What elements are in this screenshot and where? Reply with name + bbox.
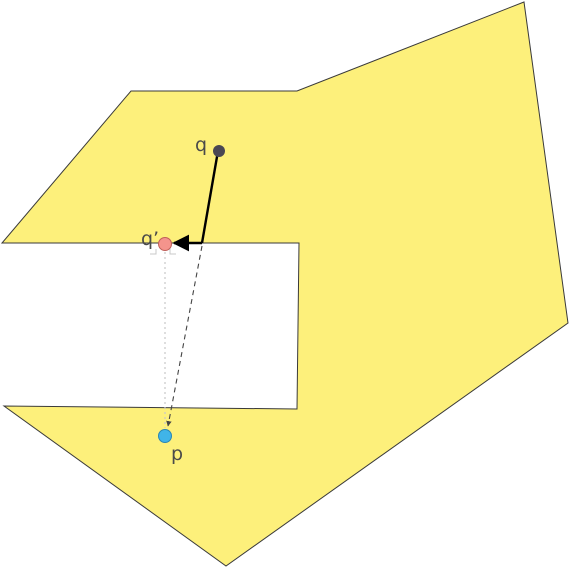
label-q: q xyxy=(195,134,207,156)
point-q xyxy=(213,145,225,157)
label-p: p xyxy=(171,443,183,465)
point-p xyxy=(158,429,172,443)
solid-segment-q xyxy=(200,150,220,244)
label-q-prime: q’ xyxy=(141,228,159,250)
right-angle-marks xyxy=(150,249,176,255)
dashed-arrow-to-p xyxy=(166,245,203,427)
point-q-prime xyxy=(158,237,172,251)
